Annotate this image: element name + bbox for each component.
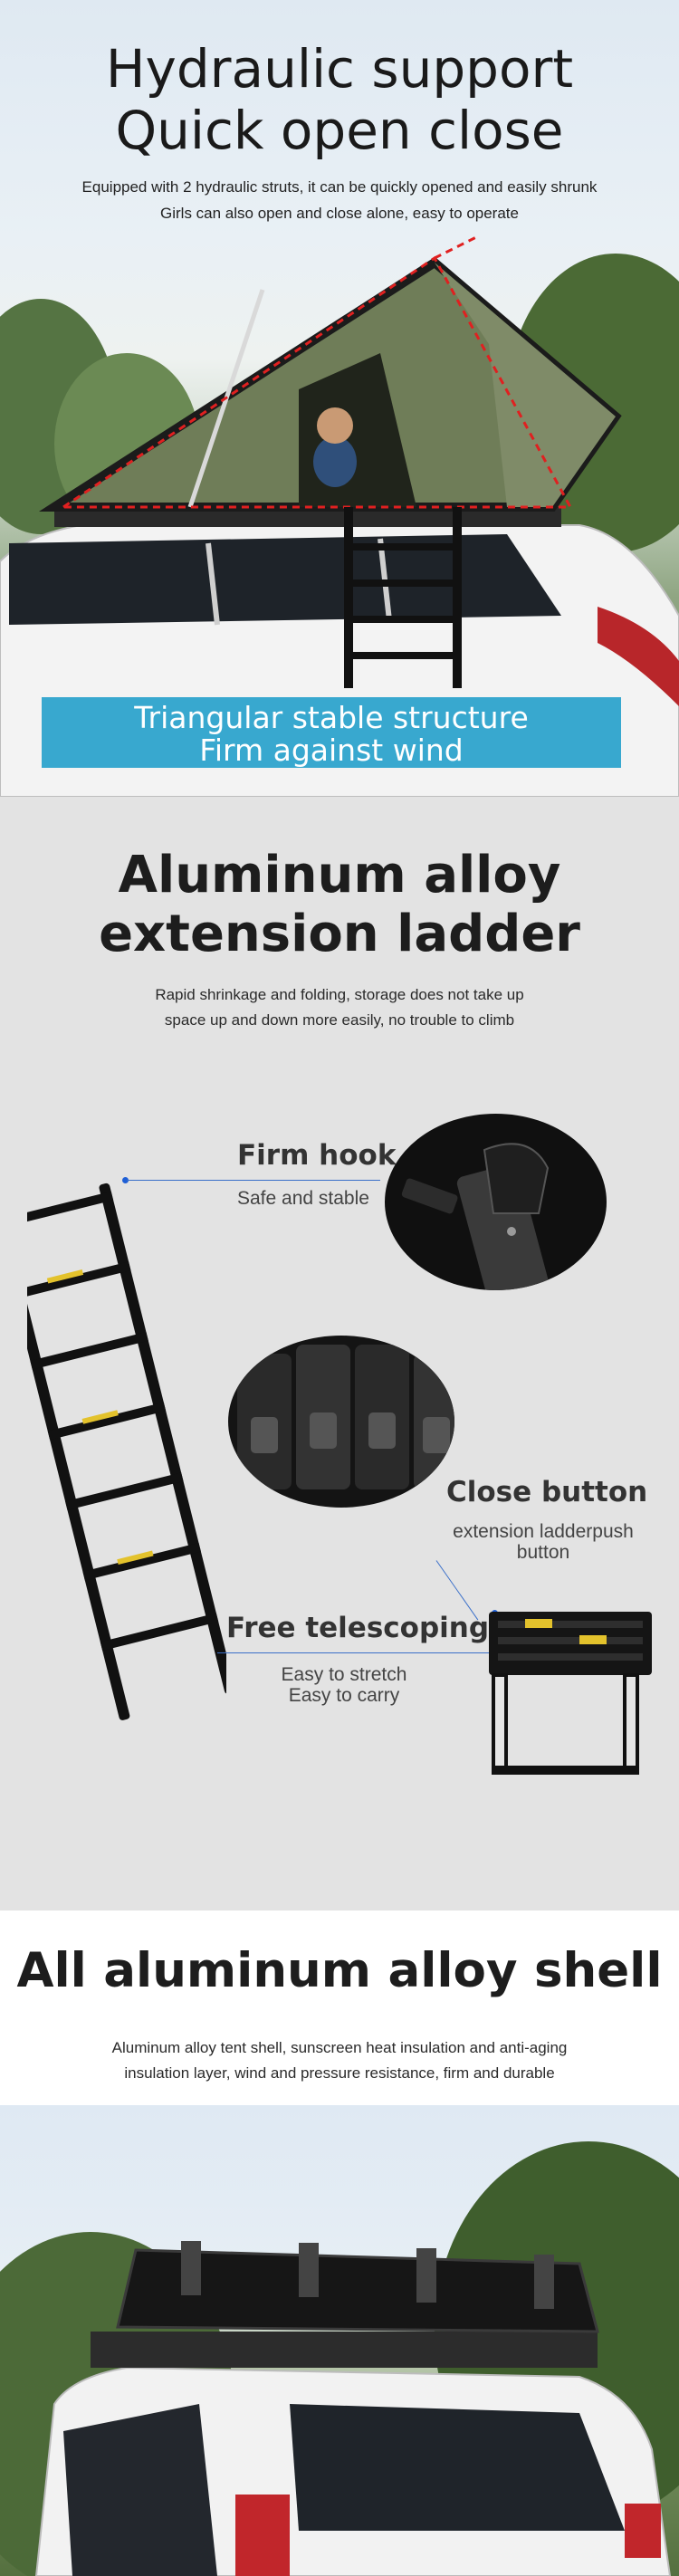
banner-line1: Triangular stable structure [134,700,529,735]
structure-banner: Triangular stable structure Firm against… [42,697,621,768]
ladder-title-line1: Aluminum alloy [118,846,561,905]
banner-line2: Firm against wind [199,733,464,768]
free-telescoping-line [217,1652,489,1653]
shell-desc-line2: insulation layer, wind and pressure resi… [124,2064,555,2082]
free-telescoping-text-line2: Easy to carry [288,1685,400,1706]
close-button-text-line2: button [516,1542,570,1563]
ladder-desc-line1: Rapid shrinkage and folding, storage doe… [155,986,524,1003]
hero-title-line1: Hydraulic support [105,38,574,100]
folded-ladder-image [489,1612,652,1775]
firm-hook-text: Safe and stable [237,1188,369,1209]
close-button-title: Close button [446,1476,648,1508]
ladder-desc-line2: space up and down more easily, no troubl… [164,1011,515,1029]
hero-subtitle-line1: Equipped with 2 hydraulic struts, it can… [81,178,598,196]
extension-ladder-section: Aluminum alloy extension ladder Rapid sh… [0,797,679,1910]
close-button-closeup-image [228,1336,454,1508]
hydraulic-support-section: Hydraulic support Quick open close Equip… [0,0,679,797]
closed-tent-photo [0,2105,679,2576]
car-with-closed-tent-image [34,2241,672,2576]
extension-ladder-image [27,1183,226,1720]
aluminum-shell-section: All aluminum alloy shell Aluminum alloy … [0,1910,679,2105]
shell-title: All aluminum alloy shell [16,1943,663,1998]
free-telescoping-text-line1: Easy to stretch [281,1664,407,1685]
close-button-text-line1: extension ladderpush [453,1521,634,1542]
firm-hook-title: Firm hook [237,1139,397,1172]
ladder-title-line2: extension ladder [99,905,580,963]
hero-title-line2: Quick open close [115,100,564,161]
firm-hook-line [127,1180,380,1181]
shell-desc-line1: Aluminum alloy tent shell, sunscreen hea… [111,2039,568,2056]
firm-hook-marker [122,1177,129,1183]
hero-subtitle-line2: Girls can also open and close alone, eas… [160,205,519,222]
free-telescoping-title: Free telescoping [226,1612,490,1644]
firm-hook-closeup-image [385,1114,607,1290]
